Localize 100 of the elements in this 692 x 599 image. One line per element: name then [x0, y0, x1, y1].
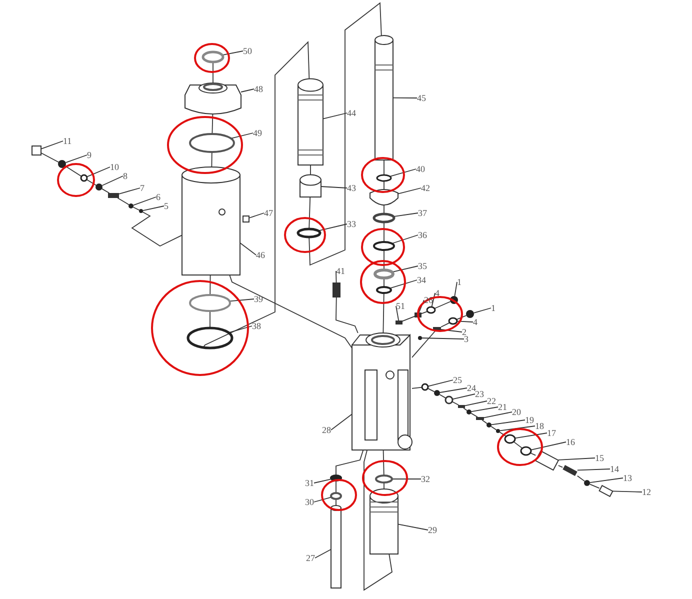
assembly-line	[210, 274, 211, 296]
leader-line	[40, 140, 64, 150]
leader-line	[440, 329, 462, 332]
callout-number: 29	[428, 525, 437, 535]
callout-number: 14	[610, 464, 619, 474]
leader-line	[396, 306, 400, 322]
callout-number: 1	[491, 303, 496, 313]
o-ring	[376, 174, 392, 182]
pump-body	[352, 332, 412, 450]
assembly-line	[336, 296, 358, 334]
callout-number: 17	[547, 428, 556, 438]
assembly-line	[440, 322, 450, 328]
callout-number: 49	[253, 128, 262, 138]
o-ring	[373, 241, 395, 251]
small-part	[396, 320, 402, 324]
leader-line	[391, 234, 418, 244]
leader-line	[530, 442, 566, 450]
assembly-line	[308, 2, 382, 266]
leader-line	[336, 270, 337, 284]
assembly-line	[212, 114, 214, 134]
small-part	[242, 216, 250, 222]
assembly-line	[490, 426, 497, 430]
leader-line	[330, 414, 352, 430]
o-ring	[374, 268, 394, 280]
assembly-line	[470, 412, 478, 418]
assembly-line	[558, 465, 564, 468]
leader-line	[86, 166, 110, 178]
callout-number: 7	[140, 183, 144, 193]
leader-line	[473, 308, 492, 314]
assembly-line	[402, 316, 416, 322]
assembly-line	[382, 450, 384, 476]
callout-number: 35	[418, 261, 427, 271]
o-ring	[202, 50, 224, 64]
callout-number: 3	[464, 334, 468, 344]
leader-line	[491, 420, 526, 426]
spring-part	[433, 327, 441, 331]
callout-number: 8	[123, 171, 128, 181]
leader-line	[318, 224, 348, 232]
callout-number: 33	[347, 219, 356, 229]
o-ring	[426, 306, 436, 314]
assembly-line	[117, 198, 130, 206]
callout-number: 6	[156, 192, 160, 202]
callout-number: 11	[63, 136, 72, 146]
leader-line	[240, 88, 254, 92]
leader-line	[454, 282, 458, 297]
small-part	[598, 484, 614, 498]
callout-number: 34	[417, 275, 426, 285]
assembly-line	[576, 475, 586, 482]
callout-number: 50	[243, 46, 252, 56]
ball-part	[330, 474, 342, 482]
cylinder-part	[330, 505, 342, 588]
assembly-line	[211, 152, 212, 168]
small-part	[332, 282, 340, 298]
cylinder-part	[182, 166, 240, 276]
callout-number: 2	[462, 327, 466, 337]
leader-line	[240, 242, 256, 256]
callout-number: 25	[453, 375, 462, 385]
assembly-line	[456, 315, 467, 320]
assembly-line	[310, 164, 311, 176]
assembly-line	[412, 330, 436, 358]
o-ring	[296, 228, 322, 238]
leader-line	[389, 168, 416, 177]
o-ring	[421, 383, 429, 391]
callout-number: 12	[642, 487, 651, 497]
leader-line	[230, 132, 254, 139]
o-ring	[520, 446, 532, 456]
callout-number: 27	[306, 553, 315, 563]
callout-number: 36	[418, 230, 427, 240]
assembly-line	[308, 196, 311, 230]
leader-line	[398, 524, 428, 530]
cylinder-part	[374, 35, 394, 160]
ball-part	[486, 422, 492, 428]
o-ring	[189, 294, 231, 312]
assembly-line	[589, 484, 600, 489]
callout-number: 4	[435, 288, 440, 298]
assembly-line	[434, 301, 451, 309]
callout-number: 32	[421, 474, 430, 484]
cylinder-part	[534, 450, 560, 471]
cylinder-part	[298, 78, 324, 166]
leader-line	[132, 196, 156, 206]
leader-line	[222, 50, 244, 56]
leader-line	[118, 188, 140, 194]
callout-number: 46	[256, 250, 265, 260]
leader-line	[320, 186, 348, 188]
assembly-line	[513, 441, 523, 449]
callout-number: 44	[347, 108, 356, 118]
assembly-line	[212, 62, 214, 84]
leader-line	[142, 206, 164, 212]
spring-part	[458, 405, 465, 408]
o-ring	[375, 474, 393, 484]
ball-part	[418, 336, 422, 340]
leader-line	[314, 548, 332, 558]
callout-number: 24	[467, 383, 476, 393]
leader-line	[484, 412, 512, 418]
callout-number: 38	[252, 321, 261, 331]
spring-part	[562, 465, 578, 476]
callout-number: 31	[305, 478, 314, 488]
callout-number: 51	[396, 301, 405, 311]
ball-part	[139, 209, 143, 213]
ball-part	[584, 480, 590, 486]
